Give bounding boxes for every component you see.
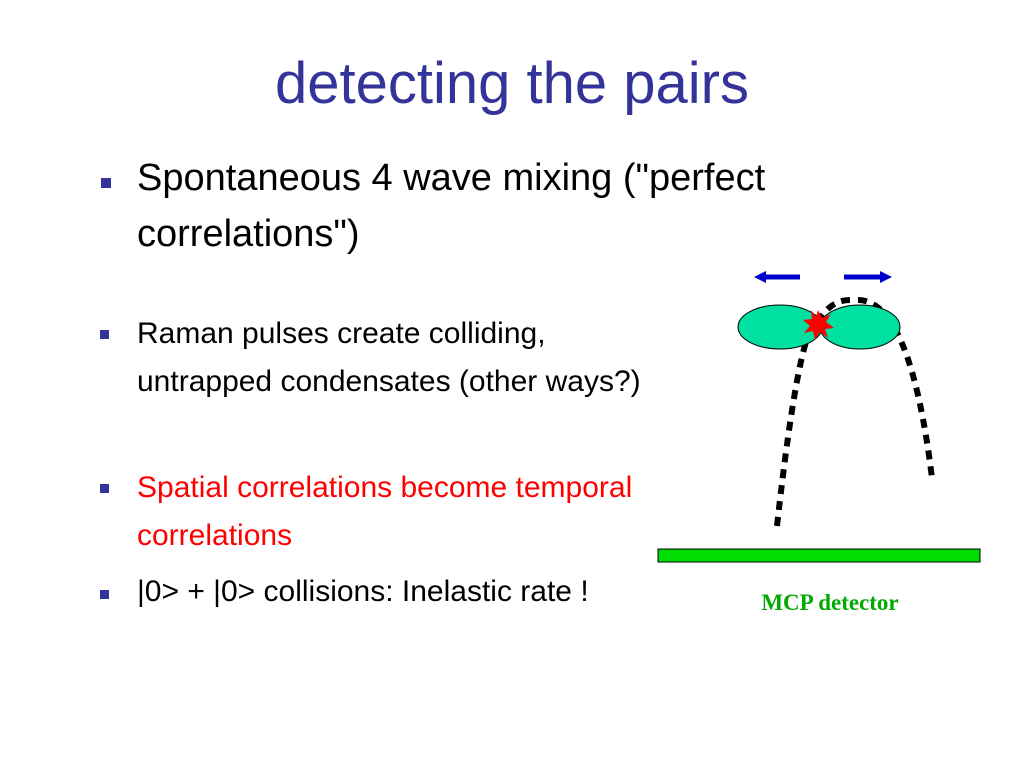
sub-bullet-text: |0> + |0> collisions: Inelastic rate !	[137, 575, 589, 608]
sub-bullet-text: Spatial correlations become temporal cor…	[137, 471, 633, 552]
mcp-detector-bar	[657, 548, 981, 563]
collision-diagram	[657, 271, 981, 563]
right-arrow-icon	[880, 271, 892, 283]
sub-bullet-text: Raman pulses create colliding, untrapped…	[137, 317, 641, 398]
detector-label: MCP detector	[761, 590, 899, 615]
right-trajectory	[857, 297, 935, 479]
left-trajectory	[774, 319, 819, 527]
collision-star-icon	[803, 310, 834, 340]
main-bullet-text: Spontaneous 4 wave mixing ("perfect corr…	[137, 157, 766, 255]
slide-title: detecting the pairs	[275, 51, 749, 116]
sub-bullet-marker	[100, 590, 109, 599]
left-arrow-icon	[754, 271, 766, 283]
sub-bullet-marker	[100, 484, 109, 493]
sub-bullet-marker	[100, 330, 109, 339]
main-bullet-marker	[101, 178, 111, 188]
